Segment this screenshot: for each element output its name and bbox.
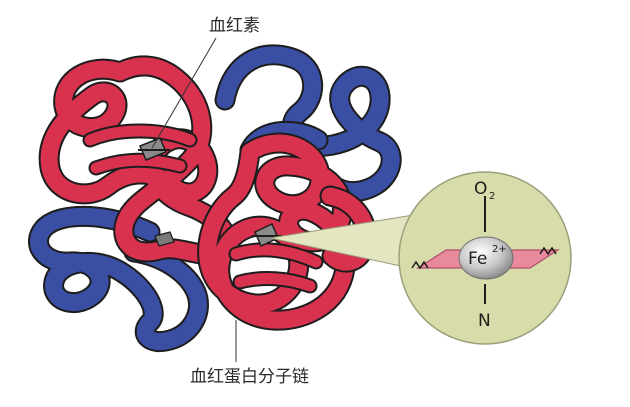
oxygen-subscript: 2 bbox=[489, 191, 495, 202]
iron-charge: 2+ bbox=[492, 244, 507, 255]
iron-atom bbox=[458, 236, 514, 280]
heme-leader-line bbox=[151, 37, 217, 149]
iron-label: Fe bbox=[468, 249, 487, 269]
beta-chain-left bbox=[28, 205, 209, 352]
heme-group-lower bbox=[252, 222, 282, 248]
heme-detail-inset: O 2 Fe 2+ N bbox=[398, 171, 572, 345]
heme-label: 血红素 bbox=[209, 16, 260, 36]
nitrogen-label: N bbox=[478, 311, 491, 331]
heme-group-upper bbox=[138, 137, 170, 161]
heme-group-hidden bbox=[154, 231, 175, 247]
alpha-chain-right bbox=[197, 132, 377, 331]
oxygen-label: O bbox=[474, 179, 487, 199]
alpha-chain-left bbox=[38, 55, 237, 265]
chain-label: 血红蛋白分子链 bbox=[190, 367, 309, 387]
